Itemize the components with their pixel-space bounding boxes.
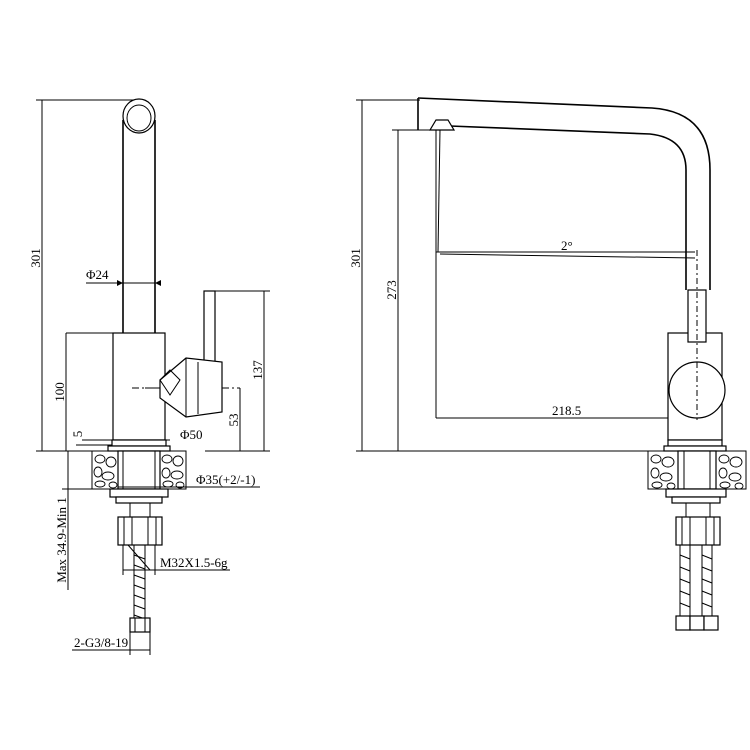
label-total-height-front: 301 — [348, 248, 363, 268]
mounting-nut-front — [665, 488, 727, 546]
dim-base-diameter: Φ50 — [108, 427, 203, 442]
dim-lever-height: 137 — [205, 290, 270, 452]
label-outlet-height: 273 — [384, 280, 399, 300]
label-hose-connection: 2-G3/8-19 — [74, 635, 128, 650]
lever-handle — [145, 290, 223, 418]
label-deck-thickness: Max 34.9-Min 1 — [54, 497, 69, 583]
supply-hoses-front — [675, 545, 719, 631]
supply-hose — [129, 545, 151, 633]
countertop-section — [62, 450, 187, 490]
label-spout-diameter: Φ24 — [86, 267, 109, 282]
spout-arm — [417, 97, 711, 290]
faucet-body-front — [667, 250, 726, 441]
dim-lever-axis: 53 — [226, 388, 241, 451]
dim-thread: M32X1.5-6g — [122, 544, 230, 575]
spout-tube — [122, 98, 156, 333]
dim-total-height-front: 301 — [348, 99, 668, 452]
side-view: 301 Φ24 100 — [28, 98, 270, 655]
label-body-height: 100 — [52, 382, 67, 402]
dim-total-height-side: 301 — [28, 99, 140, 452]
front-view: 301 273 2° 218.5 — [348, 97, 747, 631]
dim-spout-reach: 218.5 — [435, 252, 697, 419]
countertop-section-front — [647, 450, 747, 490]
dim-hole-diameter: Φ35(+2/-1) — [118, 472, 260, 488]
label-lever-axis: 53 — [226, 414, 241, 427]
base-plate — [76, 439, 171, 452]
dim-outlet-height: 273 — [384, 129, 434, 451]
label-thread: M32X1.5-6g — [160, 555, 228, 570]
label-lever-height: 137 — [250, 360, 265, 380]
base-plate-front — [663, 439, 727, 452]
label-hole-diameter: Φ35(+2/-1) — [196, 472, 255, 487]
label-spout-reach: 218.5 — [552, 403, 581, 418]
label-spout-angle: 2° — [561, 238, 573, 253]
label-total-height-side: 301 — [28, 248, 43, 268]
dim-deck-thickness: Max 34.9-Min 1 — [54, 451, 69, 590]
mounting-nut — [109, 488, 169, 546]
label-base-diameter: Φ50 — [180, 427, 203, 442]
dim-spout-angle: 2° — [435, 129, 696, 259]
label-base-step: 5 — [70, 431, 85, 438]
dim-hose-connection: 2-G3/8-19 — [72, 632, 151, 655]
dim-spout-diameter: Φ24 — [86, 267, 161, 286]
